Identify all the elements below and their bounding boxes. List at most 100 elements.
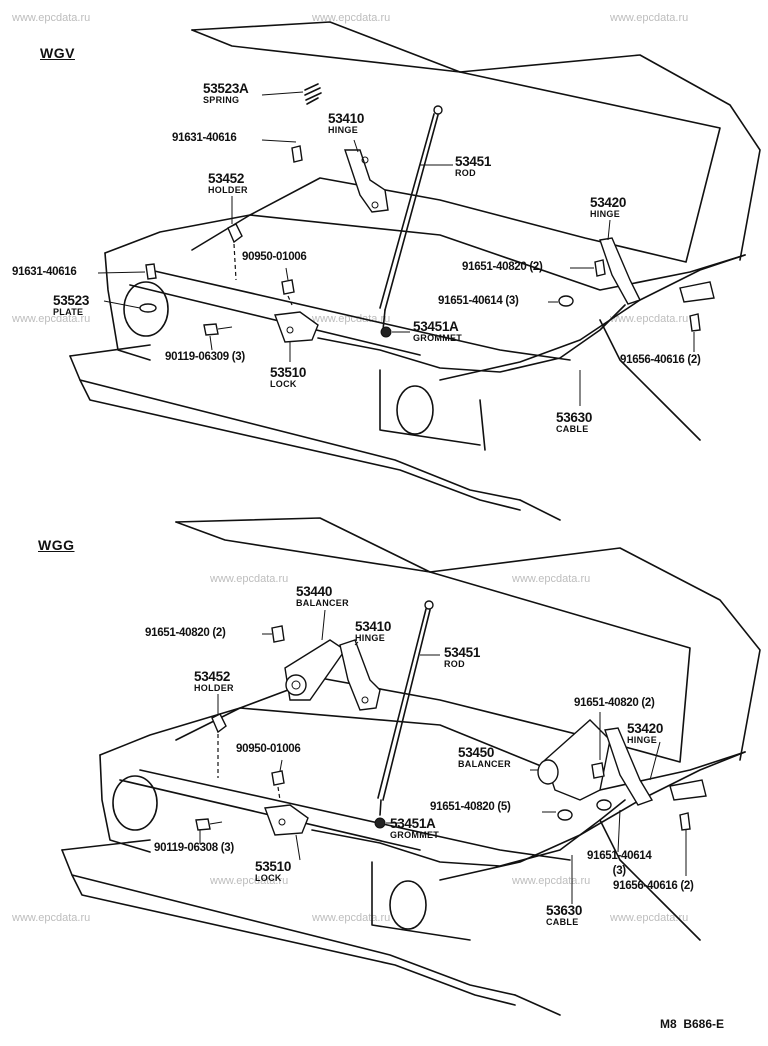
callout: 53451A GROMMET bbox=[390, 817, 439, 840]
part-name: GROMMET bbox=[390, 829, 440, 840]
part-number: 53452 bbox=[208, 171, 245, 186]
part-number: 90119-06309 (3) bbox=[165, 351, 245, 363]
part-number: 53523 bbox=[53, 293, 90, 308]
wgv-leaders bbox=[97, 91, 695, 406]
part-number: 53510 bbox=[255, 859, 292, 874]
part-name: BALANCER bbox=[296, 597, 349, 608]
part-number: 53451A bbox=[413, 319, 459, 334]
callout: 91651-40614 (3) bbox=[438, 295, 519, 308]
part-name: HINGE bbox=[590, 208, 621, 219]
watermark: www.epcdata.ru bbox=[12, 12, 91, 24]
callout: 90119-06308 (3) bbox=[154, 842, 234, 855]
callout: 90119-06309 (3) bbox=[165, 351, 245, 364]
part-number: 53420 bbox=[590, 195, 627, 210]
part-number: 91631-40616 bbox=[172, 132, 237, 144]
part-name: LOCK bbox=[255, 872, 282, 883]
part-number: 91651-40820 (2) bbox=[145, 627, 226, 639]
part-number: 91631-40616 bbox=[12, 266, 77, 278]
callout: 91651-40614 (3) bbox=[587, 850, 652, 877]
callout: 91656-40616 (2) bbox=[620, 354, 701, 367]
part-number: 91656-40616 (2) bbox=[613, 880, 694, 892]
wgg-illustration bbox=[61, 517, 761, 1016]
wgg-leaders bbox=[199, 609, 687, 904]
callout: 53523 PLATE bbox=[53, 294, 89, 317]
part-number: 90950-01006 bbox=[242, 251, 307, 263]
section-code-wgv: WGV bbox=[40, 45, 75, 61]
callout: 91651-40820 (5) bbox=[430, 801, 511, 814]
watermark: www.epcdata.ru bbox=[12, 313, 91, 325]
callout: 53420 HINGE bbox=[590, 196, 626, 219]
callout: 91651-40820 (2) bbox=[574, 697, 655, 710]
callout: 53440 BALANCER bbox=[296, 585, 349, 608]
callout: 90950-01006 bbox=[236, 743, 301, 756]
part-number: 53510 bbox=[270, 365, 307, 380]
callout: 53410 HINGE bbox=[328, 112, 364, 135]
part-number: 90119-06308 (3) bbox=[154, 842, 234, 854]
callout: 90950-01006 bbox=[242, 251, 307, 264]
part-name: ROD bbox=[444, 658, 465, 669]
part-name: HINGE bbox=[355, 632, 386, 643]
part-name: ROD bbox=[455, 167, 476, 178]
callout: 53450 BALANCER bbox=[458, 746, 511, 769]
callout: 53451A GROMMET bbox=[413, 320, 462, 343]
callout: 53452 HOLDER bbox=[208, 172, 248, 195]
watermark: www.epcdata.ru bbox=[512, 573, 591, 585]
part-number: 53452 bbox=[194, 669, 231, 684]
callout: 91651-40820 (2) bbox=[462, 261, 543, 274]
callout: 53451 ROD bbox=[455, 155, 491, 178]
callout: 91656-40616 (2) bbox=[613, 880, 694, 893]
diagram-code: M8 B686-E bbox=[660, 1017, 725, 1031]
part-number: 90950-01006 bbox=[236, 743, 301, 755]
part-name: HOLDER bbox=[194, 682, 234, 693]
part-number: 53630 bbox=[556, 410, 593, 425]
part-number: 53450 bbox=[458, 745, 495, 760]
part-number: 91651-40820 (2) bbox=[462, 261, 543, 273]
watermark: www.epcdata.ru bbox=[610, 912, 689, 924]
watermark: www.epcdata.ru bbox=[610, 313, 689, 325]
watermark: www.epcdata.ru bbox=[312, 912, 391, 924]
part-name: BALANCER bbox=[458, 758, 511, 769]
callout: 53510 LOCK bbox=[270, 366, 306, 389]
callout: 53510 LOCK bbox=[255, 860, 291, 883]
callout: 53410 HINGE bbox=[355, 620, 391, 643]
part-name: HOLDER bbox=[208, 184, 248, 195]
part-number: 91656-40616 (2) bbox=[620, 354, 701, 366]
watermark: www.epcdata.ru bbox=[312, 12, 391, 24]
part-name: CABLE bbox=[546, 916, 579, 927]
part-quantity: (3) bbox=[612, 864, 626, 877]
part-number: 53451 bbox=[455, 154, 492, 169]
part-number: 53451 bbox=[444, 645, 481, 660]
watermark: www.epcdata.ru bbox=[210, 875, 289, 887]
watermark: www.epcdata.ru bbox=[12, 912, 91, 924]
part-number: 53410 bbox=[355, 619, 392, 634]
part-name: HINGE bbox=[627, 734, 658, 745]
callout: 53452 HOLDER bbox=[194, 670, 234, 693]
watermark: www.epcdata.ru bbox=[610, 12, 689, 24]
callout: 91631-40616 bbox=[172, 132, 237, 145]
callout: 91631-40616 bbox=[12, 266, 77, 279]
callout: 53451 ROD bbox=[444, 646, 480, 669]
part-number: 53523A bbox=[203, 81, 249, 96]
part-number: 91651-40614 bbox=[587, 850, 652, 862]
part-name: GROMMET bbox=[413, 332, 463, 343]
watermark: www.epcdata.ru bbox=[512, 875, 591, 887]
watermark: www.epcdata.ru bbox=[210, 573, 289, 585]
part-number: 53410 bbox=[328, 111, 365, 126]
part-number: 91651-40820 (5) bbox=[430, 801, 511, 813]
callout: 53420 HINGE bbox=[627, 722, 663, 745]
section-code-wgg: WGG bbox=[38, 537, 75, 553]
watermark: www.epcdata.ru bbox=[312, 313, 391, 325]
part-number: 53440 bbox=[296, 584, 333, 599]
callout: 53630 CABLE bbox=[546, 904, 582, 927]
callout: 91651-40820 (2) bbox=[145, 627, 226, 640]
part-name: LOCK bbox=[270, 378, 297, 389]
part-name: HINGE bbox=[328, 124, 359, 135]
part-name: SPRING bbox=[203, 94, 240, 105]
callout: 53523A SPRING bbox=[203, 82, 249, 105]
part-number: 91651-40614 (3) bbox=[438, 295, 519, 307]
callout: 53630 CABLE bbox=[556, 411, 592, 434]
part-number: 53630 bbox=[546, 903, 583, 918]
part-number: 53420 bbox=[627, 721, 664, 736]
